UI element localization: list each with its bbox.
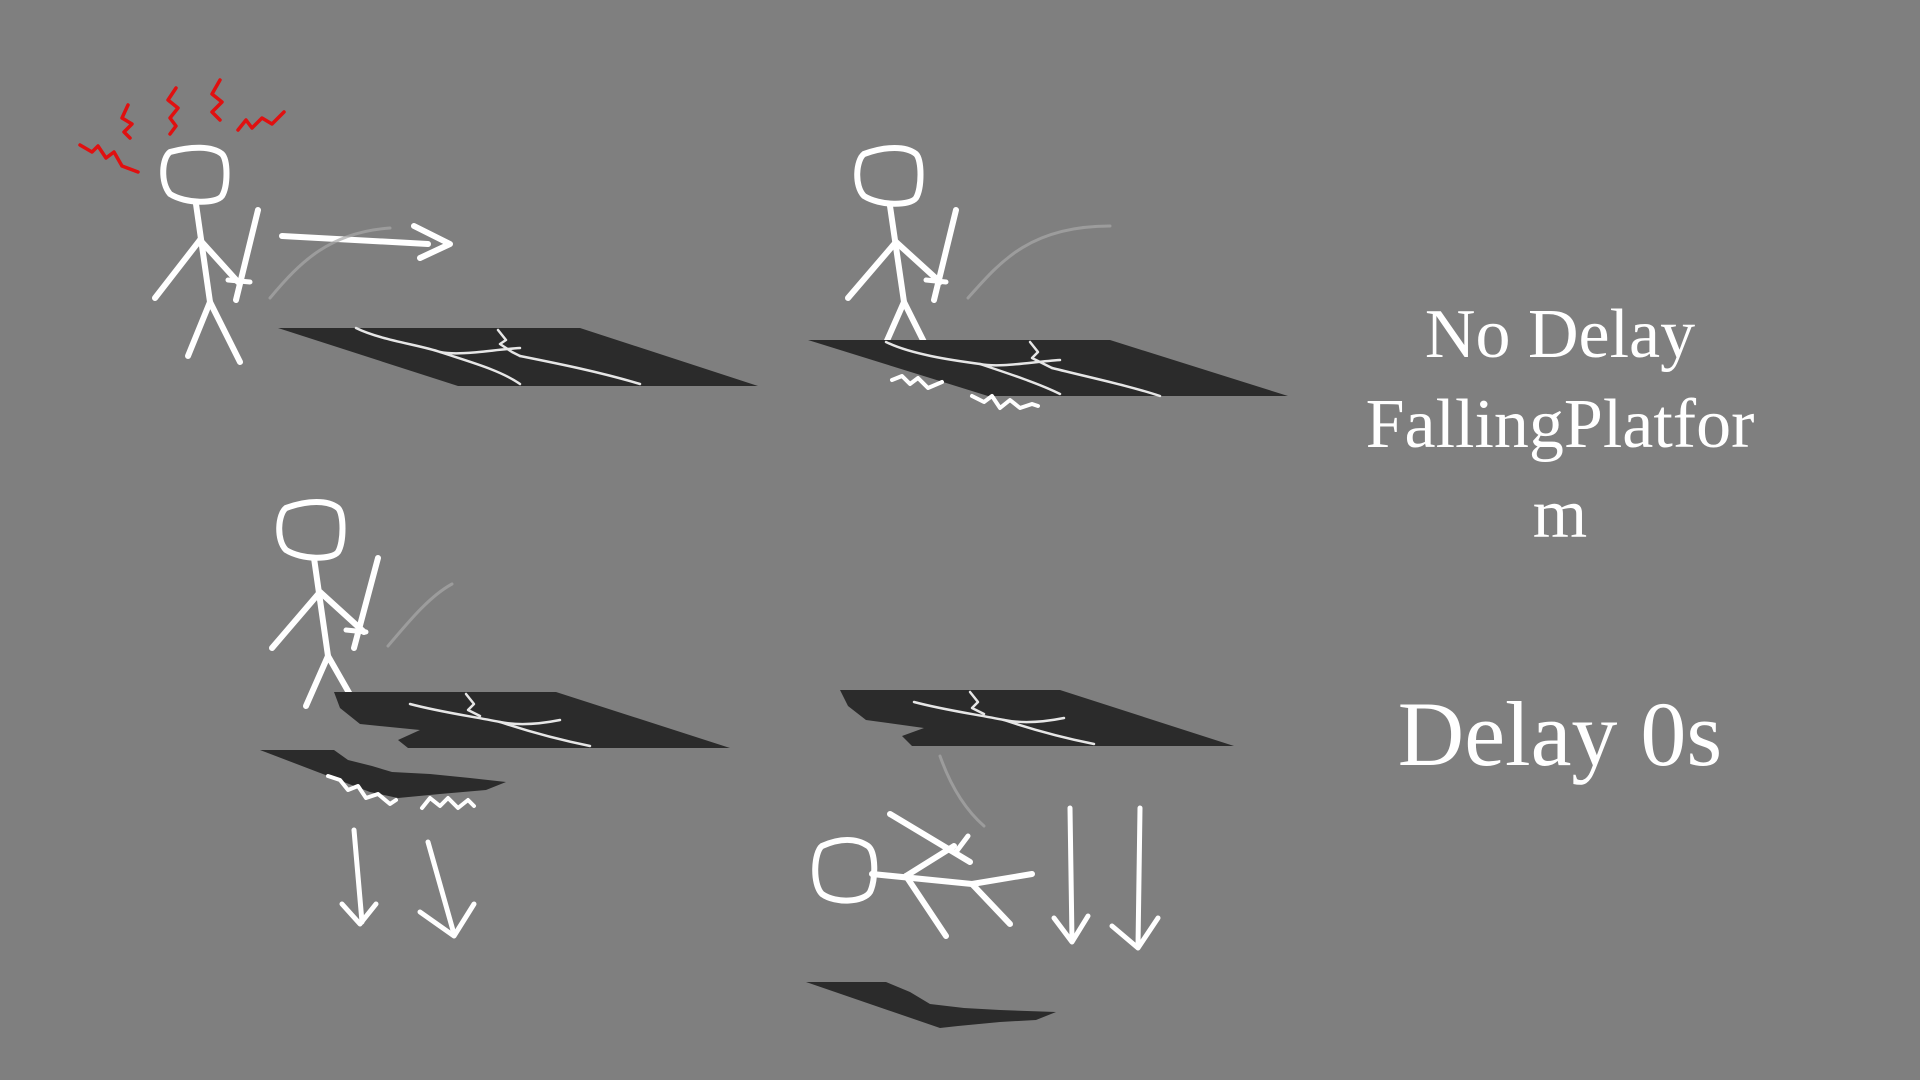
panel-4 [806, 690, 1234, 1028]
title-line-1: No Delay [1424, 296, 1696, 373]
stickman-icon [152, 144, 261, 365]
title-line-2: FallingPlatfor [1365, 386, 1755, 463]
fall-arrows-icon [339, 827, 477, 939]
title-text: No Delay FallingPlatfor m [1340, 290, 1780, 560]
panel-1 [78, 78, 758, 386]
title-line-3: m [1532, 476, 1588, 553]
stickman-icon [269, 499, 454, 715]
fall-arrows-icon [1051, 805, 1161, 951]
platform-piece-top-icon [840, 690, 1234, 746]
platform-piece-falling-icon [260, 750, 506, 798]
delay-label: Delay 0s [1397, 683, 1723, 785]
platform-piece-top-icon [334, 692, 730, 748]
stickman-icon [845, 145, 1112, 365]
platform-icon [278, 326, 758, 386]
stickman-falling-icon [812, 754, 1035, 939]
alarm-marks-icon [78, 78, 286, 174]
platform-icon [808, 340, 1288, 398]
shake-marks-icon [890, 374, 1040, 410]
platform-piece-falling-icon [806, 982, 1056, 1028]
dash-arrow-icon [268, 223, 453, 300]
shake-marks-icon [326, 774, 476, 810]
panel-3 [260, 499, 730, 939]
panel-2 [808, 145, 1288, 410]
